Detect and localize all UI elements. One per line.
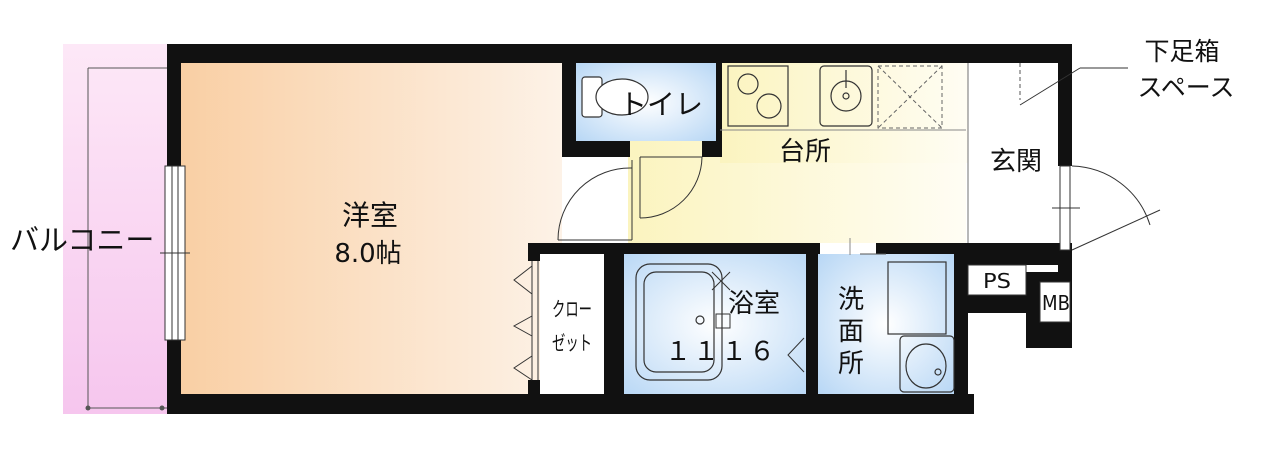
western-room-label: 洋室: [342, 199, 398, 232]
shower: [711, 271, 731, 329]
washroom-label-1: 洗: [838, 285, 864, 315]
entrance-label: 玄関: [990, 147, 1042, 177]
stove: [727, 65, 789, 127]
western-room-door: [557, 160, 633, 241]
washbasin: [887, 261, 955, 393]
kitchen-sink: [819, 65, 873, 127]
toilet-label: トイレ: [619, 88, 703, 121]
toilet-fixture: [581, 76, 649, 118]
western-room-floor: [180, 63, 562, 394]
closet-doors: [512, 261, 539, 381]
bathroom-size: １１１６: [665, 337, 775, 367]
shoe-box-label-2: スペース: [1137, 73, 1234, 102]
balcony-label: バルコニー: [10, 223, 154, 257]
toilet-door: [639, 156, 703, 219]
refrigerator-space: [877, 65, 943, 129]
washroom-floor: [818, 254, 954, 394]
washroom-label-3: 所: [838, 349, 864, 379]
kitchen-floor-upper: [720, 63, 970, 163]
entrance-door: [1052, 165, 1161, 251]
meter-box-inner: [1039, 281, 1071, 323]
western-room-size: 8.0帖: [334, 239, 401, 269]
balcony-window: [160, 165, 190, 341]
pipe-space-label: PS: [983, 269, 1011, 293]
walls: [167, 44, 1072, 414]
bathtub: [635, 263, 723, 381]
pipe-space-box: [967, 264, 1027, 296]
balcony-drain: [85, 405, 91, 411]
washroom-label-2: 面: [838, 317, 864, 347]
kitchen-label: 台所: [779, 137, 831, 167]
shoe-box-label-1: 下足箱: [1144, 37, 1219, 66]
balcony-drain: [159, 405, 165, 411]
meter-box-label: MB: [1042, 291, 1070, 315]
closet-label-1: クロー: [552, 297, 592, 321]
bathroom-label: 浴室: [728, 289, 780, 319]
closet-floor: [540, 254, 602, 394]
closet-label-2: ゼット: [552, 331, 592, 355]
entrance-floor: [968, 63, 1060, 243]
balcony: [63, 44, 167, 414]
shoe-box-leader: [1019, 67, 1081, 106]
balcony-floor: [63, 44, 167, 414]
bathroom-door: [787, 337, 805, 373]
